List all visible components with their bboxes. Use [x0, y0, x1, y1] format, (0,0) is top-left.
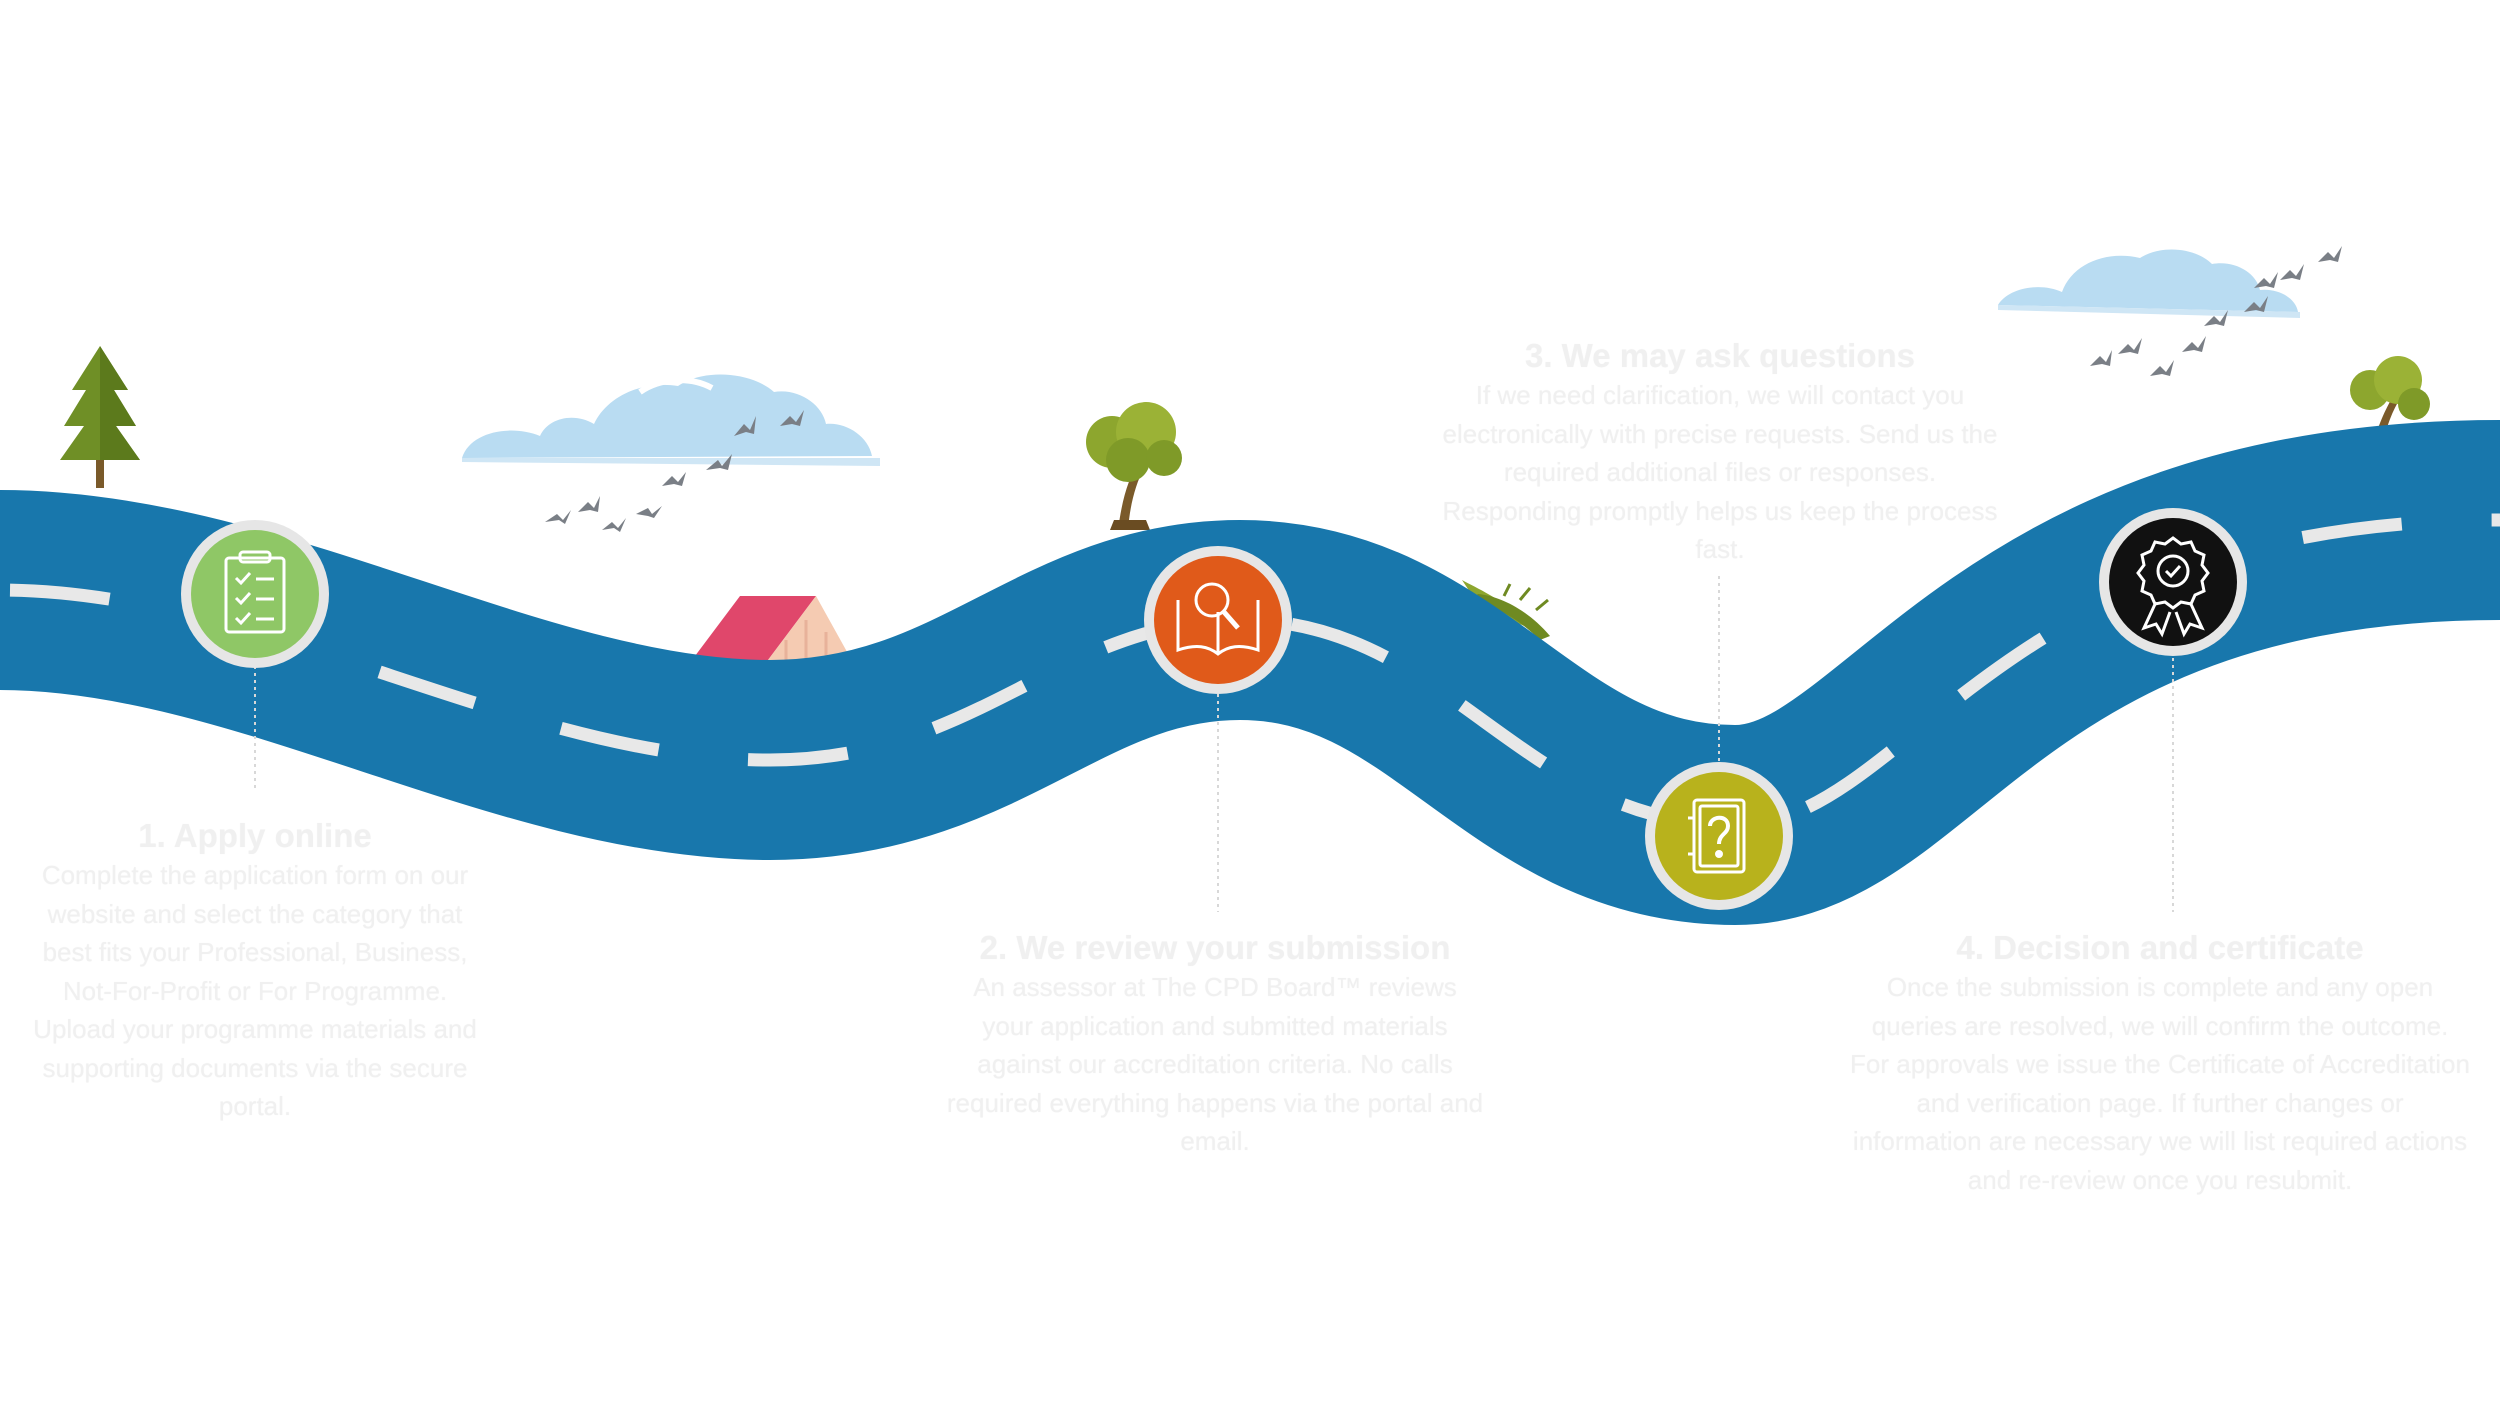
oak-tree-icon	[1086, 402, 1182, 530]
step-1-title: 1. Apply online	[138, 817, 372, 854]
step-4: 4. Decision and certificate Once the sub…	[1850, 928, 2470, 1199]
cloud-left-icon	[462, 374, 880, 466]
step-1-marker	[181, 520, 329, 668]
step-3: 3. We may ask questions If we need clari…	[1440, 336, 2000, 569]
award-badge-icon	[2136, 536, 2210, 638]
step-2: 2. We review your submission An assessor…	[945, 928, 1485, 1161]
step-3-title: 3. We may ask questions	[1524, 337, 1916, 374]
birds-right-icon	[2090, 246, 2342, 376]
question-document-icon	[1688, 798, 1746, 874]
cloud-right-icon	[1998, 249, 2300, 318]
step-2-description: An assessor at The CPD Board™ reviews yo…	[946, 972, 1484, 1156]
step-3-marker	[1645, 762, 1793, 910]
step-3-description: If we need clarification, we will contac…	[1442, 380, 1998, 564]
checklist-icon	[224, 550, 286, 634]
step-1: 1. Apply online Complete the application…	[20, 816, 490, 1126]
book-magnifier-icon	[1176, 582, 1260, 656]
birds-left-icon	[545, 410, 804, 532]
step-2-marker	[1144, 546, 1292, 694]
step-1-description: Complete the application form on our web…	[33, 860, 477, 1121]
step-2-title: 2. We review your submission	[979, 929, 1451, 966]
step-4-marker	[2099, 508, 2247, 656]
step-4-title: 4. Decision and certificate	[1956, 929, 2364, 966]
pine-tree-icon	[60, 346, 140, 488]
step-4-description: Once the submission is complete and any …	[1850, 972, 2470, 1195]
